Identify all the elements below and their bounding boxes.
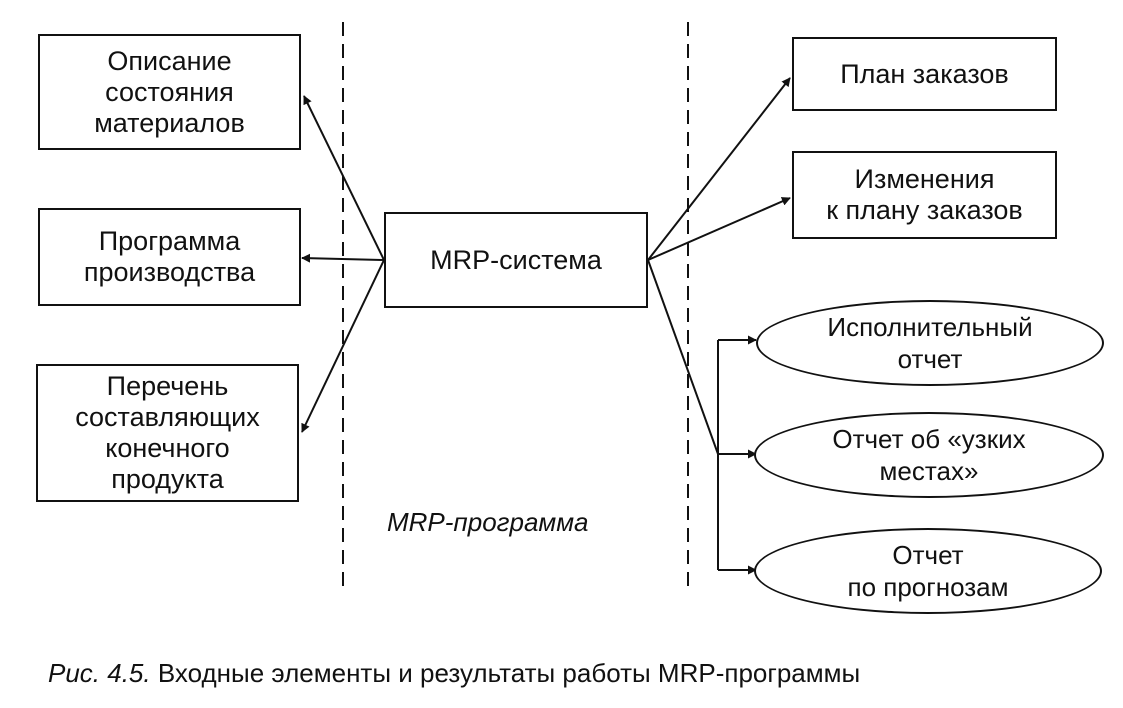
order-plan-box: План заказов	[792, 37, 1057, 111]
bottleneck-report-ellipse: Отчет об «узких местах»	[754, 412, 1104, 498]
materials-status-label: Описание состояния материалов	[94, 45, 245, 138]
plan-changes-box: Изменения к плану заказов	[792, 151, 1057, 239]
figure-number: Рис. 4.5.	[48, 658, 151, 688]
bill-of-materials-label: Перечень составляющих конечного продукта	[75, 371, 260, 494]
arrow-to-plan-changes	[647, 197, 791, 261]
arrow-to-order-plan	[647, 77, 791, 261]
mrp-program-zone-label: MRP-программа	[387, 507, 589, 537]
figure-caption: Рис. 4.5. Входные элементы и результаты …	[48, 658, 860, 689]
order-plan-label: План заказов	[840, 58, 1009, 89]
bottleneck-report-label: Отчет об «узких местах»	[832, 424, 1026, 486]
production-program-label: Программа производства	[83, 226, 256, 287]
figure-caption-text: Входные элементы и результаты работы MRP…	[157, 658, 861, 688]
performance-report-label: Исполнительный отчет	[827, 312, 1033, 374]
arrow-to-production-program	[301, 253, 385, 263]
performance-report-ellipse: Исполнительный отчет	[756, 300, 1104, 386]
arrow-to-materials-status	[303, 95, 385, 261]
arrow-to-bill-of-materials	[301, 259, 385, 433]
production-program-box: Программа производства	[38, 208, 301, 306]
materials-status-box: Описание состояния материалов	[38, 34, 301, 150]
line-to-report-bracket	[647, 259, 719, 455]
forecast-report-label: Отчет по прогнозам	[847, 540, 1009, 602]
mrp-system-label: MRP-система	[430, 244, 602, 275]
forecast-report-ellipse: Отчет по прогнозам	[754, 528, 1102, 614]
bill-of-materials-box: Перечень составляющих конечного продукта	[36, 364, 299, 502]
plan-changes-label: Изменения к плану заказов	[826, 164, 1023, 225]
mrp-system-box: MRP-система	[384, 212, 648, 308]
